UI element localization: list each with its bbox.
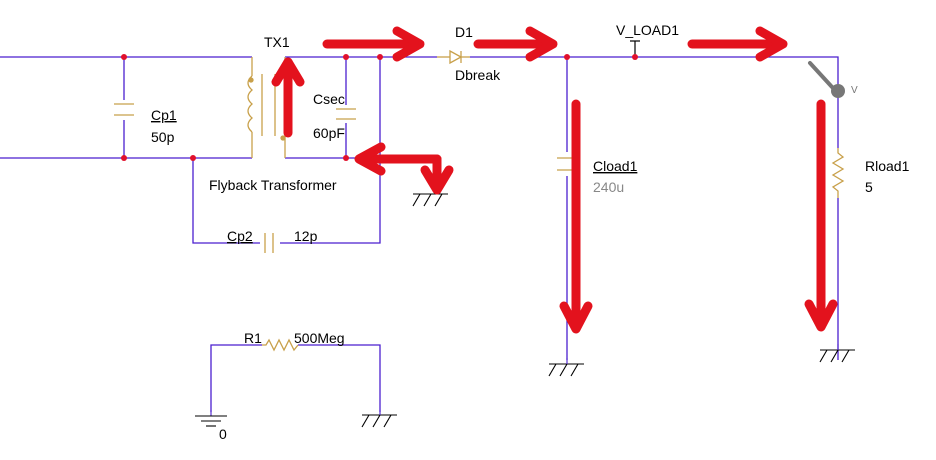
diode-d1[interactable]	[437, 49, 470, 65]
node	[343, 155, 349, 161]
resistor-rload[interactable]	[830, 148, 846, 198]
grounds	[195, 176, 855, 428]
node	[343, 54, 349, 60]
label-ground-zero: 0	[219, 426, 227, 442]
voltage-probe-icon[interactable]: V	[808, 61, 858, 98]
ground-symbol-icon	[819, 344, 855, 363]
junction-nodes	[121, 54, 638, 161]
labels: TX1 Csec 60pF Cp1 50p D1 Dbreak V_LOAD1 …	[151, 22, 910, 442]
label-csec: Csec	[313, 91, 345, 107]
node	[190, 155, 196, 161]
probe-label: V	[851, 85, 858, 96]
label-csec-value: 60pF	[313, 125, 345, 141]
label-d1-model: Dbreak	[455, 67, 501, 83]
node	[121, 155, 127, 161]
label-rload: Rload1	[865, 158, 910, 174]
ground-zero-icon	[195, 410, 227, 427]
wire-output-rail	[470, 56, 839, 360]
label-rload-value: 5	[865, 179, 873, 195]
current-flow-arrow-icon	[473, 26, 558, 62]
label-vload: V_LOAD1	[616, 22, 679, 38]
label-cp2-value: 12p	[294, 228, 318, 244]
current-flow-arrow-icon	[559, 99, 593, 334]
label-cp2: Cp2	[227, 228, 253, 244]
current-flow-arrow-icon	[687, 26, 788, 62]
node	[121, 54, 127, 60]
polarity-dot-secondary	[280, 135, 286, 141]
polarity-dot-primary	[248, 77, 254, 83]
label-cp1: Cp1	[151, 107, 177, 123]
label-transformer: Flyback Transformer	[209, 177, 337, 193]
capacitor-cp2[interactable]	[260, 233, 280, 253]
label-cp1-value: 50p	[151, 129, 175, 145]
wire-r1-loop	[210, 344, 381, 412]
label-cload-value: 240u	[593, 179, 624, 195]
components	[114, 40, 846, 352]
ground-symbol-icon	[548, 358, 584, 377]
ground-symbol-icon	[361, 410, 397, 428]
current-flow-arrow-icon	[271, 57, 305, 138]
net-alias-vload-marker	[630, 40, 640, 55]
current-flow-arrow-icon	[804, 99, 838, 332]
label-cload: Cload1	[593, 158, 638, 174]
resistor-r1[interactable]	[262, 338, 299, 352]
node	[377, 54, 383, 60]
capacitor-cp1[interactable]	[114, 100, 134, 120]
node	[632, 54, 638, 60]
capacitor-csec[interactable]	[336, 105, 356, 123]
label-r1-value: 500Meg	[294, 330, 345, 346]
label-d1: D1	[455, 24, 473, 40]
node	[564, 54, 570, 60]
current-flow-arrow-icon	[354, 142, 454, 195]
label-tx1: TX1	[264, 34, 290, 50]
current-flow-arrows	[271, 26, 838, 334]
label-r1: R1	[244, 330, 262, 346]
current-flow-arrow-icon	[322, 26, 425, 62]
